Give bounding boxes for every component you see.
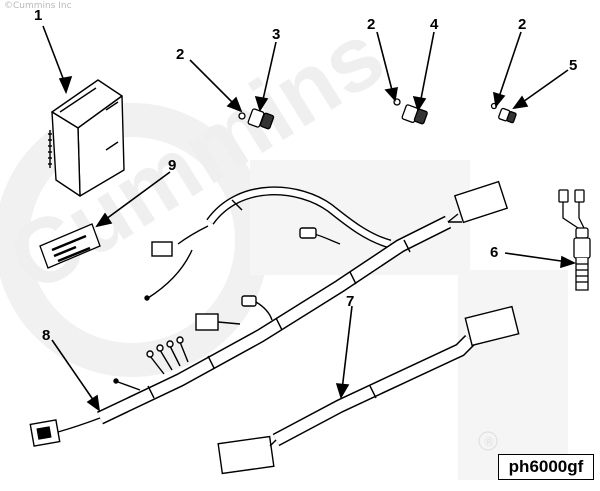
part-sensor-3 [238,108,275,130]
drawing-code-label: ph6000gf [498,454,594,480]
watermark-block [250,160,470,275]
callout-6: 6 [490,244,498,261]
part-sensor-6 [558,189,591,291]
callout-8: 8 [42,327,50,344]
registered-mark: ® [483,435,495,449]
part-sensor-5 [490,102,517,124]
callout-9: 9 [168,157,176,174]
part-extension-harness [217,305,520,475]
callout-labels: 1 2 3 2 4 2 5 6 7 8 9 [34,7,577,344]
callout-2-c: 2 [518,16,526,33]
part-main-harness [29,180,509,447]
callout-5: 5 [569,57,577,74]
part-ecm-module [48,79,125,197]
callout-1: 1 [34,7,42,24]
watermark-block-lower [458,270,568,480]
part-sensor-4 [393,98,428,125]
callout-7: 7 [346,293,354,310]
callout-2-a: 2 [176,46,184,63]
registered-mark-circle [478,431,498,451]
copyright-notice: ©Cummins Inc [4,1,72,11]
part-label-card [39,223,101,269]
callout-2-b: 2 [367,16,375,33]
callout-4: 4 [430,16,439,33]
callout-arrows [42,25,577,412]
callout-3: 3 [272,26,280,43]
